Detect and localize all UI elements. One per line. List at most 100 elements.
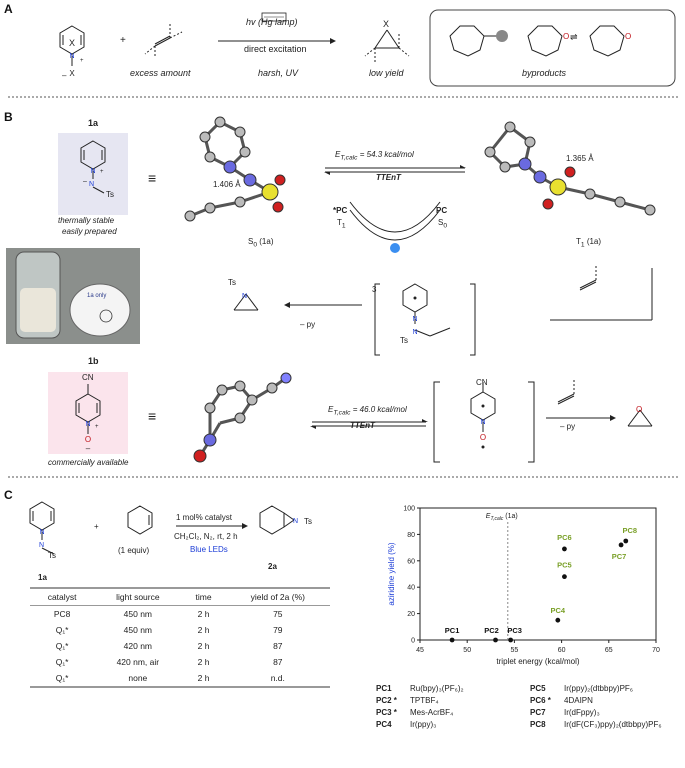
- 1b-radical-pathway: N O O: [433, 378, 653, 463]
- svg-text:O: O: [563, 32, 569, 41]
- data-point-label: PC3: [507, 626, 522, 635]
- svg-text:N: N: [90, 168, 95, 175]
- panel-a-scheme: N X + – + O ⇌ O: [59, 9, 676, 87]
- low-yield-label: low yield: [369, 68, 404, 78]
- svg-text:N: N: [412, 329, 417, 336]
- alkene-structure: [144, 24, 183, 58]
- svg-text:–: –: [62, 71, 67, 80]
- svg-text:⇌: ⇌: [570, 32, 578, 42]
- data-point: [562, 546, 567, 552]
- legend-pc-formula: Ir(ppy)₂(dtbbpy)PF₆: [564, 684, 634, 693]
- ttent-label-1b: TTEnT: [350, 421, 375, 430]
- catalyst-conditions: 1 mol% catalyst: [176, 513, 233, 522]
- oxazepine-isomer-structure: [589, 25, 625, 57]
- data-point-label: PC8: [622, 526, 637, 535]
- solvent-conditions: CH₂Cl₂, N₂, rt, 2 h: [174, 532, 238, 541]
- lightbulb-icon: [390, 243, 400, 253]
- svg-text:N: N: [480, 419, 485, 426]
- catalyst-legend: PC1 Ru(bpy)₃(PF₆)₂ PC5 Ir(ppy)₂(dtbbpy)P…: [376, 684, 685, 729]
- commercially-available-label: commercially available: [48, 458, 129, 467]
- legend-pc-name: PC8: [530, 720, 546, 729]
- aziridine-structure: [364, 29, 410, 62]
- ttent-cycle: [324, 165, 466, 253]
- legend-pc-formula: Ir(dF(CF₃)ppy)₂(dtbbpy)PF₆: [564, 720, 662, 729]
- y-tick-label: 40: [407, 585, 415, 592]
- legend-pc-name: PC7: [530, 708, 546, 717]
- lamp-icon: [261, 12, 287, 22]
- ts-label-1a: Ts: [106, 190, 114, 199]
- y-axis-label: aziridine yield (%): [387, 542, 396, 605]
- minus-py-label-1: – py: [300, 320, 316, 329]
- equivalence-sign: ≡: [148, 170, 157, 186]
- svg-text:O: O: [625, 32, 631, 41]
- data-point-label: PC2: [484, 626, 499, 635]
- t1-1a-label: T1 (1a): [576, 237, 602, 249]
- cn-label-radical: CN: [476, 378, 488, 387]
- svg-text:N: N: [412, 316, 417, 323]
- x-tick-label: 60: [558, 647, 566, 654]
- table-header: catalyst: [30, 587, 95, 606]
- svg-text:+: +: [95, 424, 99, 430]
- data-point: [562, 574, 567, 580]
- table-row: PC8 450 nm 2 h 75: [53, 609, 283, 619]
- pc-label: PC: [436, 206, 448, 215]
- svg-text:+: +: [80, 58, 84, 64]
- direct-excitation-label: direct excitation: [244, 44, 307, 54]
- ts-label-intermediate: Ts: [400, 336, 408, 345]
- svg-text:O: O: [636, 405, 642, 414]
- svg-text:N: N: [242, 293, 247, 300]
- svg-text:–: –: [86, 444, 91, 453]
- label-x-reactant: X: [69, 38, 76, 48]
- table-row: Q₁* 420 nm, air 2 h 87: [55, 657, 283, 667]
- 1b-3d-structure: [193, 372, 292, 463]
- aziridine-product-b: [233, 293, 259, 311]
- compound-1a-label: 1a: [88, 118, 99, 128]
- bond-length-t1: 1.365 Å: [566, 154, 594, 163]
- table-header: yield of 2a (%): [225, 587, 330, 606]
- vial-photo: [6, 248, 140, 344]
- t1-label: T1: [337, 218, 346, 230]
- x-tick-label: 55: [511, 647, 519, 654]
- legend-pc-formula: Ru(bpy)₃(PF₆)₂: [410, 684, 464, 693]
- cn-label-1b: CN: [82, 373, 94, 382]
- s0-1a-label: S0 (1a): [248, 237, 274, 249]
- epoxide-product: [627, 409, 653, 427]
- y-tick-label: 20: [407, 611, 415, 618]
- vial-label-text: 1a only: [87, 293, 107, 299]
- x-tick-label: 45: [416, 647, 424, 654]
- et-calc-label: ET,calc (1a): [486, 513, 518, 522]
- y-tick-label: 80: [407, 532, 415, 539]
- data-point-label: PC6: [557, 533, 572, 542]
- equivalence-sign-1b: ≡: [148, 408, 157, 424]
- separator-ab: [8, 96, 678, 98]
- byproducts-box: [429, 9, 676, 87]
- excess-amount-label: excess amount: [130, 68, 191, 78]
- t1-3d-structure: [484, 121, 656, 216]
- diazepine-structure: [449, 25, 498, 57]
- blue-leds-label: Blue LEDs: [190, 545, 228, 554]
- plot-frame: [419, 507, 657, 641]
- legend-pc-name: PC2 *: [376, 696, 397, 705]
- table-header: time: [181, 587, 226, 606]
- reactant-1a-label: 1a: [38, 573, 47, 582]
- data-point: [618, 542, 624, 548]
- triplet-3-label: 3: [372, 285, 377, 294]
- legend-pc-name: PC3 *: [376, 708, 397, 717]
- plus-sign-c: +: [94, 522, 99, 531]
- y-tick-label: 0: [411, 638, 415, 645]
- label-x-product: X: [383, 19, 390, 29]
- panel-c-letter: C: [4, 488, 13, 502]
- compound-1b-structure: N O – +: [75, 384, 101, 453]
- legend-pc-formula: TPTBF₄: [410, 696, 439, 705]
- svg-text:N: N: [85, 421, 90, 428]
- legend-pc-name: PC4: [376, 720, 392, 729]
- product-2a-label: 2a: [268, 562, 277, 571]
- data-point: [555, 617, 561, 623]
- equilibrium-arrow-1b: [310, 419, 428, 429]
- data-point-label: PC7: [612, 552, 627, 561]
- x-tick-label: 50: [463, 647, 471, 654]
- x-tick-label: 70: [652, 647, 660, 654]
- ts-label-product: Ts: [304, 517, 312, 526]
- x-axis-label: triplet energy (kcal/mol): [496, 657, 579, 666]
- minus-py-label-2: – py: [560, 422, 576, 431]
